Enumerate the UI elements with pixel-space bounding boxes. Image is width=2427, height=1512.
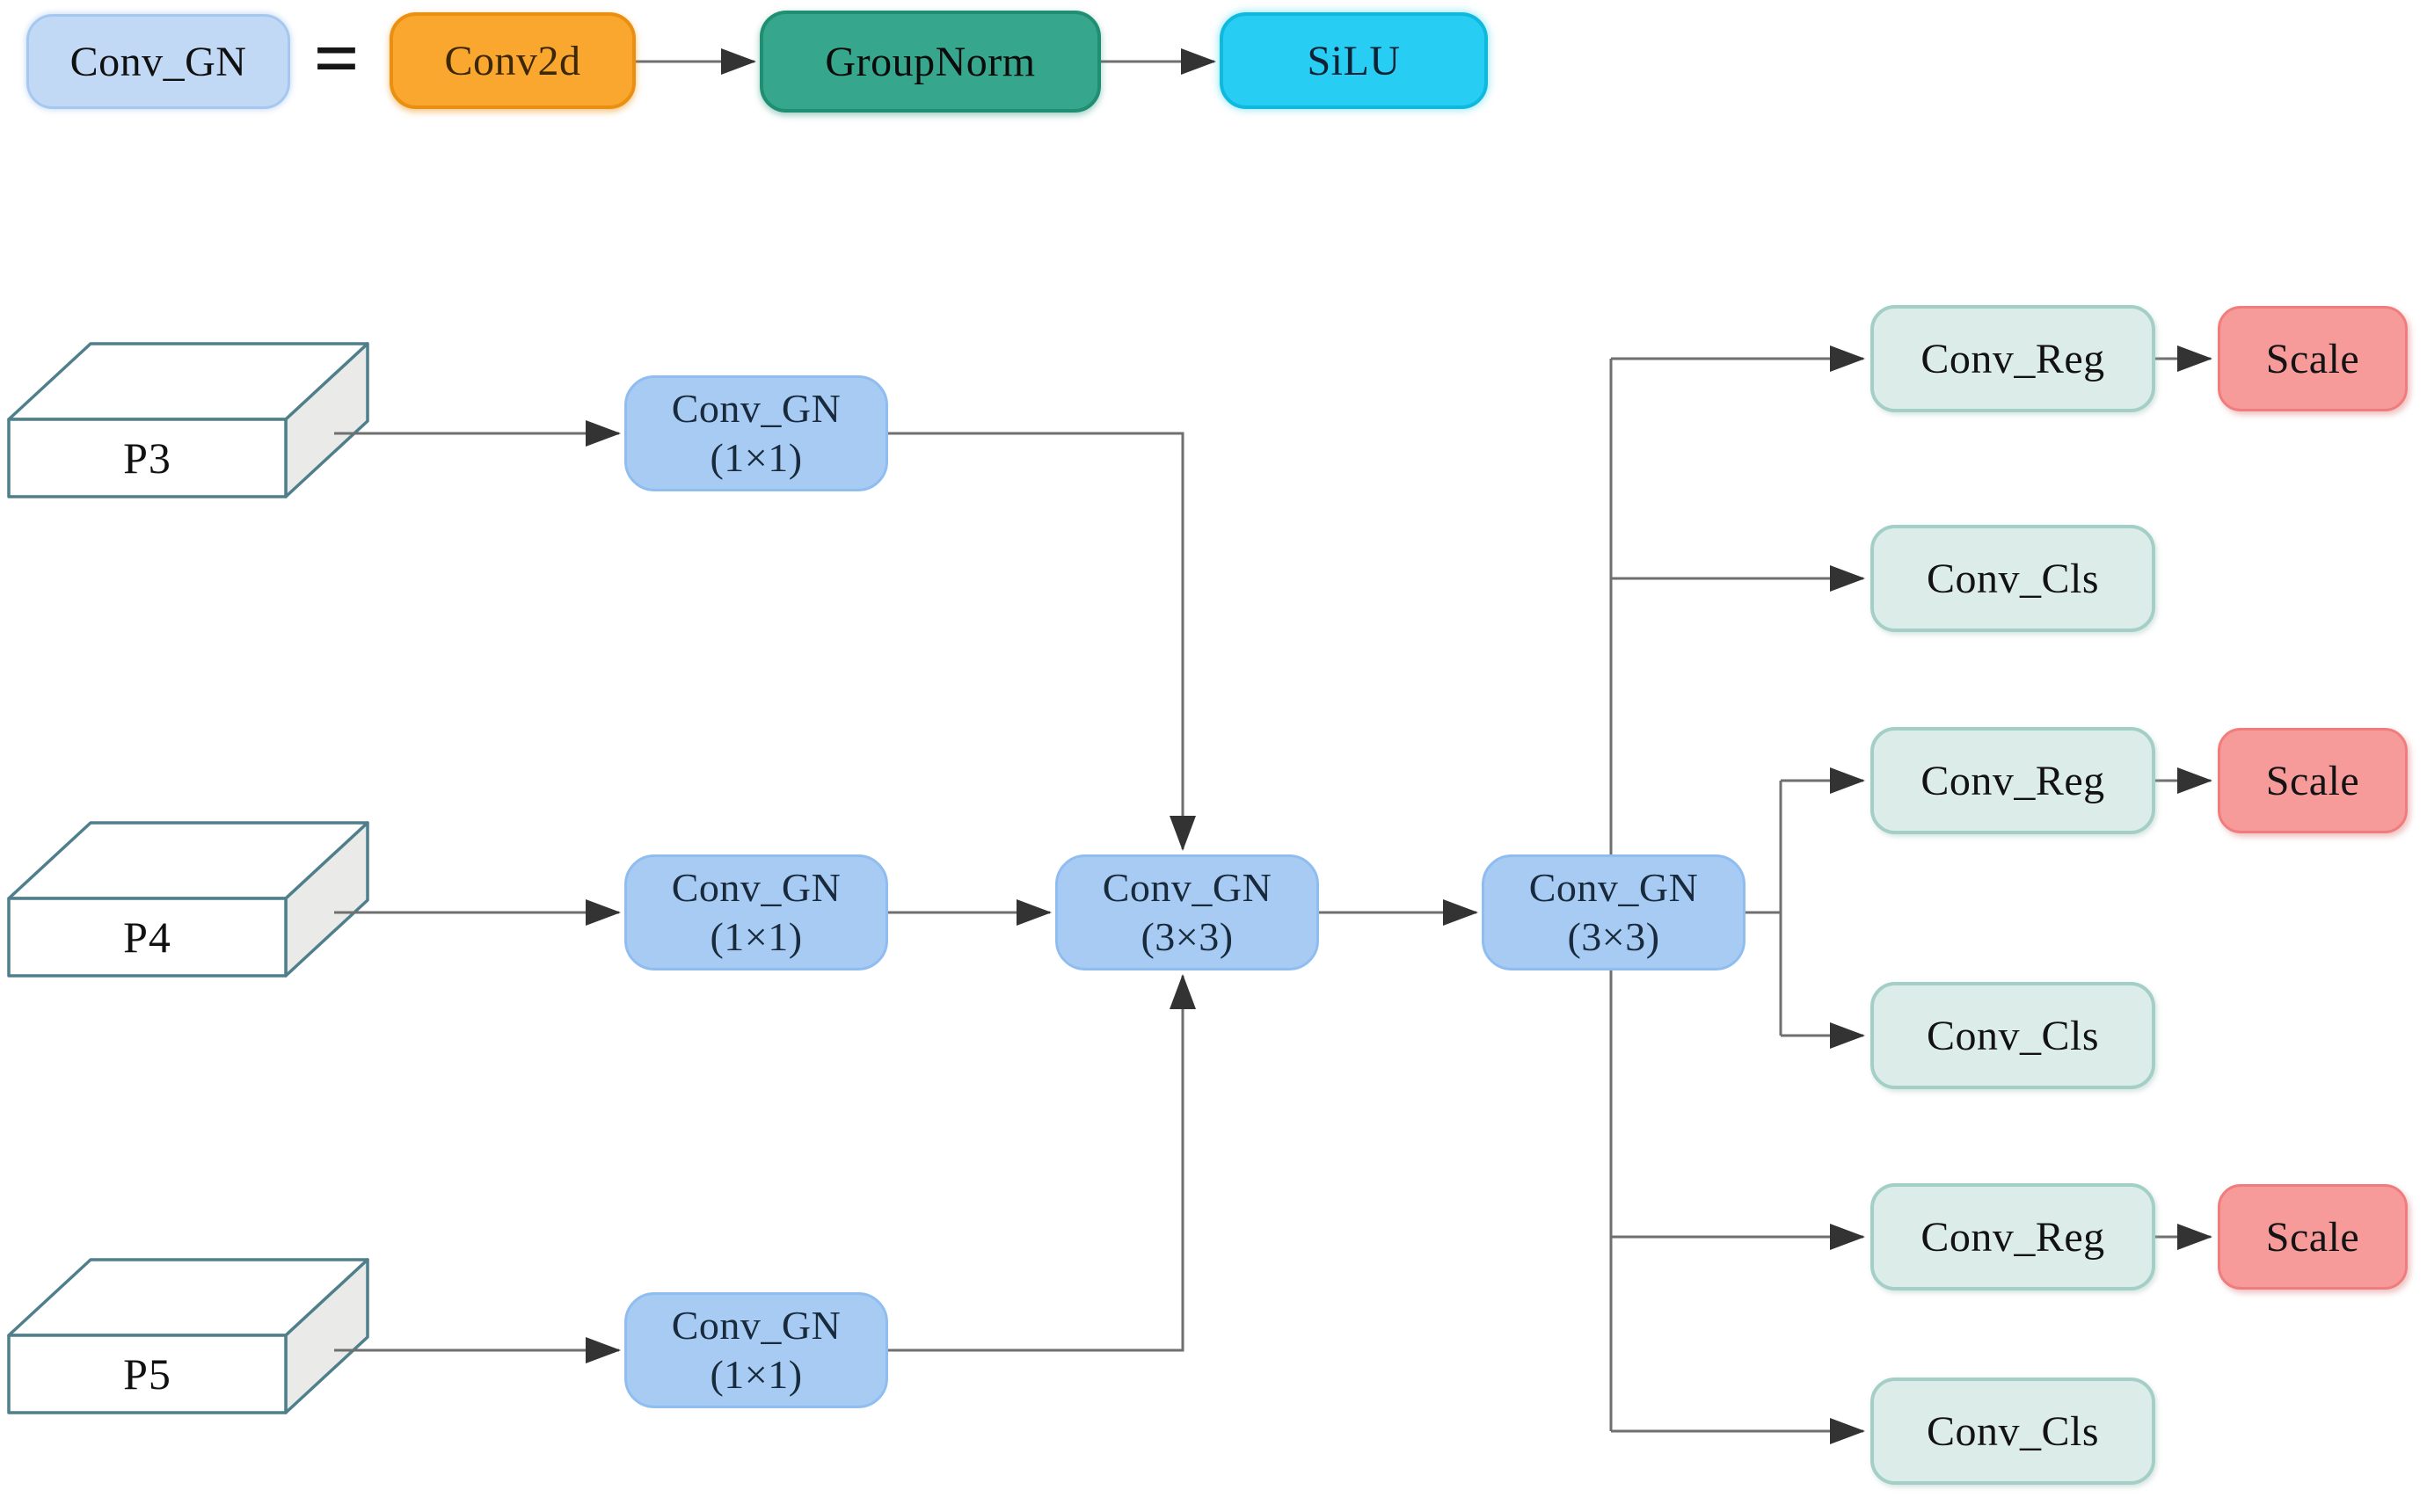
legend-conv-gn-box: Conv_GN (26, 14, 290, 109)
block-kernel: (1×1) (710, 435, 803, 480)
scale-box-2: Scale (2218, 728, 2408, 833)
block-label: Conv_GN (1528, 864, 1699, 910)
block-label: Conv_GN (671, 864, 842, 910)
p5-text: P5 (123, 1349, 171, 1399)
head-label: Conv_Cls (1926, 1407, 2100, 1455)
p4-feature-box (7, 821, 369, 978)
legend-groupnorm-box: GroupNorm (760, 11, 1101, 113)
block-label: Conv_GN (671, 1302, 842, 1348)
legend-conv2d-box: Conv2d (390, 12, 636, 109)
head-label: Conv_Cls (1926, 1012, 2100, 1059)
head-label: Conv_Reg (1920, 335, 2105, 382)
head-conv-cls-2: Conv_Cls (1870, 982, 2155, 1089)
block-conv-gn-1x1-p5: Conv_GN (1×1) (624, 1292, 888, 1408)
legend-silu-label: SiLU (1307, 37, 1401, 84)
block-kernel: (3×3) (1141, 914, 1234, 959)
head-label: Conv_Cls (1926, 555, 2100, 602)
head-conv-cls-1: Conv_Cls (1870, 525, 2155, 632)
block-kernel: (1×1) (710, 914, 803, 959)
head-label: Conv_Reg (1920, 757, 2105, 804)
block-conv-gn-1x1-p3: Conv_GN (1×1) (624, 375, 888, 491)
scale-box-3: Scale (2218, 1184, 2408, 1290)
head-conv-cls-3: Conv_Cls (1870, 1378, 2155, 1485)
arrow-p5-branch-to-merge-bottom (888, 974, 1196, 1352)
legend-conv-gn-label: Conv_GN (69, 38, 247, 85)
arrow-p3-branch-to-merge-top (888, 432, 1196, 851)
block-conv-gn-3x3-shared: Conv_GN (3×3) (1482, 854, 1746, 970)
block-conv-gn-3x3-merge: Conv_GN (3×3) (1055, 854, 1319, 970)
p3-label: P3 (9, 419, 286, 497)
p3-text: P3 (123, 433, 171, 483)
p4-text: P4 (123, 912, 171, 962)
legend-conv2d-label: Conv2d (444, 37, 581, 84)
legend-equals-glyph: = (313, 13, 361, 103)
legend-groupnorm-label: GroupNorm (825, 38, 1036, 85)
head-conv-reg-3: Conv_Reg (1870, 1183, 2155, 1290)
block-conv-gn-1x1-p4: Conv_GN (1×1) (624, 854, 888, 970)
block-label: Conv_GN (1102, 864, 1272, 910)
scale-label: Scale (2265, 757, 2360, 804)
block-label: Conv_GN (671, 385, 842, 431)
legend-silu-box: SiLU (1220, 12, 1488, 109)
head-conv-reg-1: Conv_Reg (1870, 305, 2155, 412)
scale-label: Scale (2265, 335, 2360, 382)
scale-box-1: Scale (2218, 306, 2408, 411)
block-kernel: (1×1) (710, 1352, 803, 1397)
p5-feature-box (7, 1258, 369, 1414)
head-conv-reg-2: Conv_Reg (1870, 727, 2155, 834)
scale-label: Scale (2265, 1213, 2360, 1261)
legend-equals-sign: = (295, 9, 379, 107)
head-label: Conv_Reg (1920, 1213, 2105, 1261)
p4-label: P4 (9, 898, 286, 976)
block-kernel: (3×3) (1567, 914, 1660, 959)
p5-label: P5 (9, 1335, 286, 1413)
p3-feature-box (7, 342, 369, 498)
